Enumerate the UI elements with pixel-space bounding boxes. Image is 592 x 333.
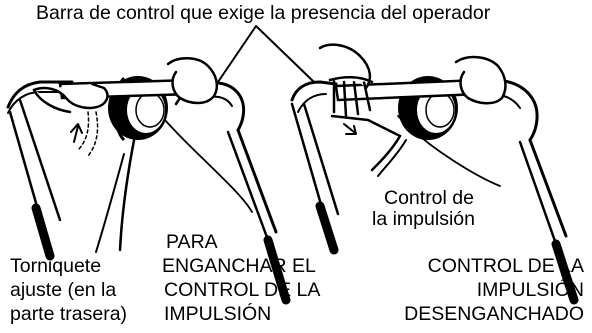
engage-label-4: IMPULSIÓN (164, 303, 272, 325)
engage-label-2: ENGANCHAR EL (162, 255, 316, 277)
right-operator-bar (334, 78, 482, 102)
tourniquet-label-3: parte trasera) (10, 303, 128, 325)
right-hand-releasing (318, 43, 507, 118)
engage-label-3: CONTROL DE LA (164, 279, 321, 301)
leader-lines (95, 25, 315, 253)
drive-control-label-2: la impulsión (372, 208, 475, 230)
disengaged-label-1: CONTROL DE LA (427, 255, 584, 277)
left-hand-gripping (32, 57, 219, 114)
operator-bar-label: Barra de control que exige la presencia … (36, 2, 491, 24)
engage-label-1: PARA (166, 231, 218, 253)
disengaged-label-2: IMPULSIÓN (476, 279, 584, 301)
disengaged-label-3: DESENGANCHADO (404, 303, 584, 325)
tourniquet-label-1: Torniquete (10, 255, 102, 277)
tourniquet-label-2: ajuste (en la (10, 279, 117, 301)
drive-control-label-1: Control de (384, 187, 474, 209)
